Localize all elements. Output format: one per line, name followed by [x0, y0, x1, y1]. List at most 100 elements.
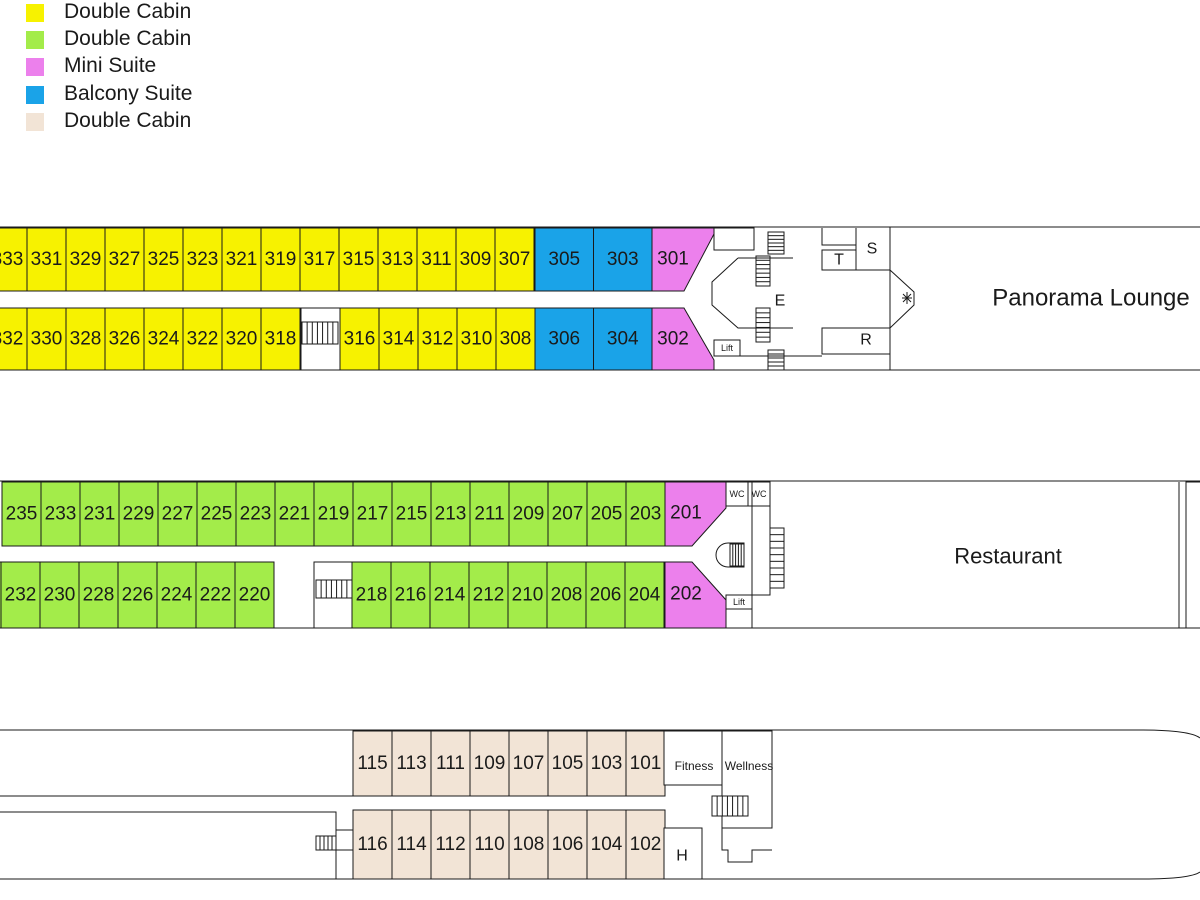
cabin-116 — [352, 809, 393, 880]
mini-suite-202 — [664, 561, 727, 629]
lift-label-deck2: Lift — [733, 597, 746, 607]
cabin-number-333: 333 — [0, 249, 23, 270]
deck3-stairs-fwd-top — [767, 231, 785, 255]
cabin-number-222: 222 — [200, 585, 232, 606]
cabin-number-112: 112 — [435, 834, 465, 855]
cabin-number-113: 113 — [396, 753, 426, 774]
cabin-number-114: 114 — [396, 834, 427, 855]
cabin-number-209: 209 — [513, 504, 545, 525]
cabin-number-101: 101 — [630, 753, 662, 774]
cabin-number-228: 228 — [83, 585, 115, 606]
legend-label: Double Cabin — [64, 0, 192, 23]
cabin-212 — [468, 561, 509, 629]
cabin-207 — [547, 481, 588, 547]
cabin-number-325: 325 — [148, 249, 180, 270]
legend-swatch — [26, 58, 44, 76]
cabin-217 — [352, 481, 393, 547]
cabin-number-227: 227 — [162, 504, 194, 525]
balcony-suite-306 — [534, 307, 594, 371]
legend: Double Cabin Double Cabin Mini Suite Bal… — [26, 0, 326, 135]
cabin-number-307: 307 — [499, 249, 531, 270]
cabin-number-215: 215 — [396, 504, 428, 525]
legend-label: Double Cabin — [64, 109, 192, 132]
cabin-number-217: 217 — [357, 504, 389, 525]
deck1-hull-top — [0, 729, 1200, 739]
cabin-number-211: 211 — [474, 504, 504, 525]
fitness-label: Fitness — [675, 759, 714, 773]
legend-swatch — [26, 86, 44, 104]
cabin-325 — [143, 227, 184, 292]
cabin-319 — [260, 227, 301, 292]
cabin-number-201: 201 — [670, 503, 702, 524]
restaurant-label: Restaurant — [954, 544, 1062, 569]
wellness-label: Wellness — [725, 759, 773, 773]
cabin-number-206: 206 — [590, 585, 622, 606]
cabin-number-232: 232 — [5, 585, 37, 606]
room-r — [821, 327, 891, 355]
deck3-foyer-outline — [711, 257, 793, 329]
stairs-outline — [767, 349, 785, 371]
cabin-225 — [196, 481, 237, 547]
cabin-number-213: 213 — [435, 504, 467, 525]
cabin-204 — [624, 561, 665, 629]
cabin-number-316: 316 — [344, 329, 376, 350]
wc-label-1: WC — [730, 489, 745, 499]
cabin-number-105: 105 — [552, 753, 584, 774]
cabin-number-308: 308 — [500, 329, 532, 350]
balcony-suite-303 — [593, 227, 653, 292]
cabin-214 — [429, 561, 470, 629]
legend-swatch — [26, 4, 44, 22]
fitness-room — [663, 730, 723, 786]
cabin-number-327: 327 — [109, 249, 141, 270]
mini-suite-201 — [664, 481, 727, 547]
cabin-332 — [0, 307, 28, 371]
cabin-number-315: 315 — [343, 249, 375, 270]
room-label-s: S — [867, 241, 878, 258]
cabin-number-330: 330 — [31, 329, 63, 350]
deck3-stairs-fwd-left-top — [755, 255, 771, 287]
cabin-number-109: 109 — [474, 753, 506, 774]
cabin-307 — [494, 227, 535, 292]
cabin-324 — [143, 307, 184, 371]
cabin-318 — [260, 307, 301, 371]
cabin-number-317: 317 — [304, 249, 336, 270]
room-h — [663, 827, 703, 880]
cabin-228 — [78, 561, 119, 629]
compass-icon — [902, 292, 912, 304]
cabin-number-111: 111 — [436, 753, 465, 774]
cabin-number-224: 224 — [161, 585, 193, 606]
cabin-311 — [416, 227, 457, 292]
cabin-101 — [625, 730, 666, 797]
deck2-bow-room — [1185, 481, 1200, 629]
cabin-310 — [456, 307, 497, 371]
deck3-stairs-fwd-bot — [767, 349, 785, 371]
cabin-331 — [26, 227, 67, 292]
cabin-329 — [65, 227, 106, 292]
cabin-number-323: 323 — [187, 249, 219, 270]
cabin-number-107: 107 — [513, 753, 545, 774]
cabin-102 — [625, 809, 666, 880]
cabin-232 — [0, 561, 41, 629]
cabin-number-226: 226 — [122, 585, 154, 606]
cabin-number-108: 108 — [513, 834, 545, 855]
deck2-stairs-fwd-outer — [769, 527, 785, 589]
legend-label: Mini Suite — [64, 54, 157, 77]
cabin-323 — [182, 227, 223, 292]
cabin-104 — [586, 809, 627, 880]
cabin-223 — [235, 481, 276, 547]
cabin-number-204: 204 — [629, 585, 661, 606]
cabin-number-233: 233 — [45, 504, 77, 525]
cabin-number-311: 311 — [421, 249, 451, 270]
cabin-108 — [508, 809, 549, 880]
cabin-number-313: 313 — [382, 249, 414, 270]
legend-label: Double Cabin — [64, 27, 192, 50]
cabin-number-103: 103 — [591, 753, 623, 774]
deck3-atrium — [822, 269, 915, 329]
cabin-number-304: 304 — [607, 329, 639, 350]
legend-swatch — [26, 113, 44, 131]
cabin-number-208: 208 — [551, 585, 583, 606]
mini-suite-302 — [651, 307, 715, 371]
cabin-number-310: 310 — [461, 329, 493, 350]
deck2-stairs-aft — [315, 579, 353, 599]
